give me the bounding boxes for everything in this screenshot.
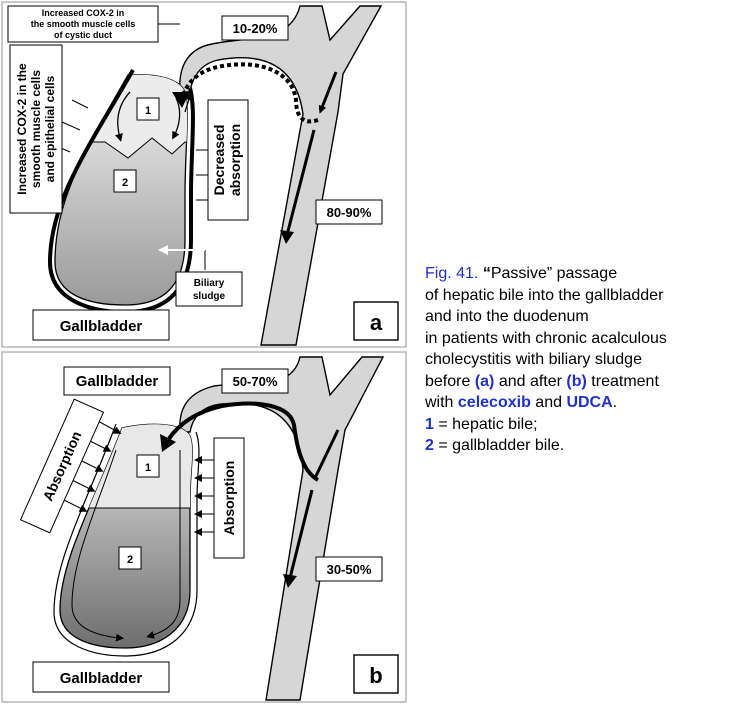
duct-percent-box-b <box>221 368 289 394</box>
caption-drug-celecoxib: celecoxib <box>457 394 531 411</box>
caption-line-2: of hepatic bile into the gallbladder <box>425 286 664 304</box>
absorption-label-a: absorption <box>227 124 243 196</box>
zone1-label-a: 1 <box>145 105 151 117</box>
cox2-duct-label-line1: Increased COX-2 in <box>42 8 125 18</box>
flow-arrow-right-a <box>172 97 181 140</box>
flow-arrow-left-a <box>115 91 131 142</box>
common-duct-arrow-top-a <box>318 71 338 114</box>
zone1-box-a <box>136 97 160 121</box>
absorption-right-label: Absorption <box>221 461 237 536</box>
zone1-box-b <box>136 454 160 478</box>
panel-letter-box-b <box>353 654 399 694</box>
caption-line1-text: Passive” passage <box>490 265 618 282</box>
caption-and: and <box>530 394 567 411</box>
common-duct-arrow-b <box>313 429 340 479</box>
caption-with: with <box>425 394 458 411</box>
caption-treatment: treatment <box>586 372 659 390</box>
duodenum-arrowhead-b <box>283 574 297 588</box>
cox2-duct-label-box <box>7 5 159 43</box>
inner-flow-right-b <box>146 450 181 639</box>
zone1-label-b: 1 <box>145 462 151 474</box>
caption-ref-b: (b) <box>566 372 587 390</box>
bile-flow-arrowhead-b <box>160 434 176 452</box>
cox2-duct-label-line2: the smooth muscle cells <box>31 19 136 29</box>
flow-arrow-center-a <box>184 92 193 113</box>
panel-letter-a: a <box>370 310 383 335</box>
organ-label-a: Gallbladder <box>60 318 143 335</box>
cox2-wall-label-line2: smooth muscle cells <box>29 70 43 188</box>
caption-before: before <box>425 372 475 390</box>
caption-line-1: Fig. 41. “Passive” passage <box>425 263 745 285</box>
absorption-right-box <box>213 437 245 559</box>
cox2-wall-label-line1: Increased COX-2 in the <box>15 63 29 195</box>
figure-number: Fig. 41. <box>425 265 479 282</box>
decreased-label: Decreased <box>211 125 227 196</box>
caption-line-6: before (a) and after (b) treatment <box>425 371 745 393</box>
thick-wall-left-a <box>47 69 135 314</box>
absorption-arrows-right-b <box>194 456 214 536</box>
zone2-label-b: 2 <box>127 554 133 566</box>
zone2-box-b <box>118 546 142 570</box>
panel-letter-box-a <box>353 301 399 341</box>
organ-label-b: Gallbladder <box>60 670 143 687</box>
quote-mark: “ <box>482 265 491 282</box>
caption-drug-udca: UDCA <box>566 394 613 411</box>
organ-label-box-b <box>32 661 170 693</box>
duodenum-percent-b: 30-50% <box>327 562 372 577</box>
cox2-duct-label-line3: of cystic duct <box>54 30 112 40</box>
sludge-label-box <box>175 271 243 307</box>
decreased-absorption-box <box>207 99 249 221</box>
sludge-arrowhead <box>158 245 168 255</box>
zone2-box-a <box>113 169 137 193</box>
thick-wall-right-a <box>124 87 195 314</box>
figure-caption: Fig. 41. “Passive” passage of hepatic bi… <box>425 263 745 457</box>
absorption-left-box <box>19 398 105 534</box>
cox2-wall-label-line3: and epithelial cells <box>43 75 57 182</box>
duct-percent-a: 10-20% <box>233 21 278 36</box>
dotted-flow-arrowhead-a <box>172 92 190 108</box>
caption-line-4: in patients with chronic acalculous <box>425 329 667 347</box>
sludge-label-line2: sludge <box>193 291 226 302</box>
inner-flow-left-b <box>71 449 124 642</box>
top-organ-label-box-b <box>63 366 171 396</box>
legend-2-text: = gallbladder bile. <box>433 437 565 454</box>
dotted-flow-path-a <box>180 62 319 124</box>
legend-2-number: 2 <box>425 437 434 454</box>
caption-legend-2: 2 = gallbladder bile. <box>425 435 745 457</box>
absorption-arrows-left-b <box>63 419 122 512</box>
caption-line-3: and into the duodenum <box>425 308 589 325</box>
panel-a: Increased COX-2 in the smooth muscle cel… <box>1 1 407 348</box>
caption-line-7: with celecoxib and UDCA. <box>425 392 745 414</box>
duct-percent-box-a <box>221 15 289 41</box>
caption-and-after: and after <box>494 372 567 390</box>
caption-ref-a: (a) <box>474 372 495 390</box>
caption-line-5: cholecystitis with biliary sludge <box>425 351 642 368</box>
zone2-label-a: 2 <box>122 177 128 189</box>
duodenum-arrowhead-a <box>280 230 294 244</box>
legend-1-number: 1 <box>425 415 434 433</box>
bile-flow-path-b <box>166 401 320 482</box>
panel-letter-b: b <box>369 663 382 688</box>
duodenum-percent-a: 80-90% <box>327 205 372 220</box>
caption-period: . <box>612 394 618 411</box>
legend-1-text: = hepatic bile; <box>433 415 538 433</box>
sludge-label-line1: Biliary <box>194 278 225 289</box>
cox2-wall-label-box <box>9 44 63 214</box>
duodenum-percent-box-a <box>315 199 383 225</box>
organ-label-box-a <box>32 309 170 341</box>
duct-percent-b: 50-70% <box>233 374 278 389</box>
duodenum-arrow-a <box>285 129 316 236</box>
caption-legend-1: 1 = hepatic bile; <box>425 414 745 436</box>
duodenum-arrow-b <box>288 489 314 579</box>
duodenum-percent-box-b <box>315 556 383 582</box>
top-organ-label-b: Gallbladder <box>76 373 159 390</box>
panel-b: Absorption Absorption Gallbladder 50-70%… <box>1 351 407 703</box>
